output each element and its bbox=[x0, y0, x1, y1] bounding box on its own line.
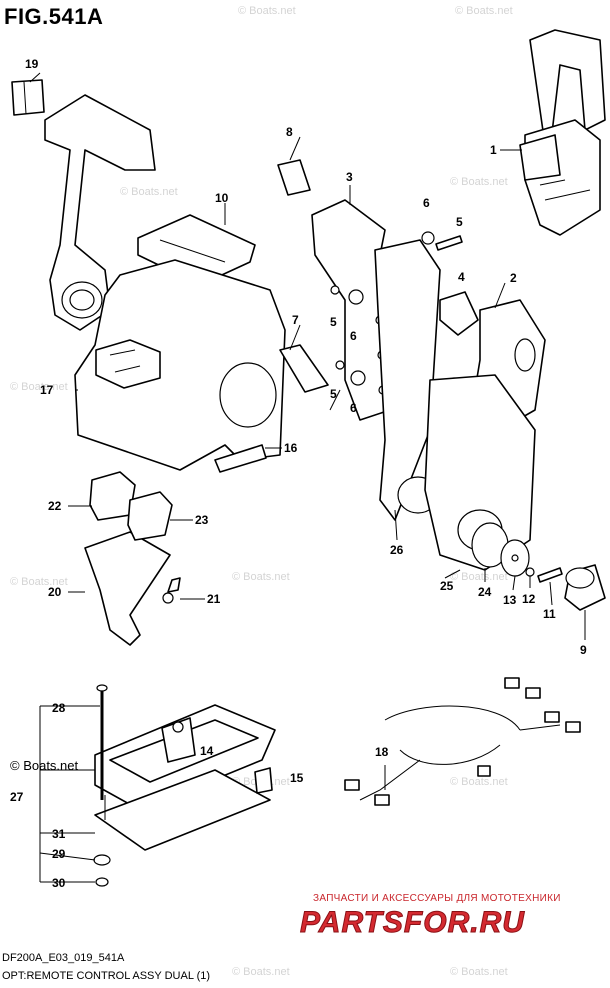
callout-31: 31 bbox=[52, 827, 66, 841]
watermark-text: © Boats.net bbox=[450, 571, 508, 583]
part-1-control-assembly bbox=[519, 29, 606, 236]
part-18-harness bbox=[344, 677, 581, 806]
watermark-text: © Boats.net bbox=[232, 571, 290, 583]
callout-5: 5 bbox=[456, 215, 463, 229]
watermark-text: © Boats.net bbox=[455, 5, 513, 17]
callout-2: 2 bbox=[510, 271, 517, 285]
callout-4: 4 bbox=[458, 270, 465, 284]
callout-9: 9 bbox=[580, 643, 587, 657]
part-15-clip bbox=[254, 767, 273, 794]
part-19-cap bbox=[11, 79, 45, 116]
part-12-washer bbox=[525, 567, 535, 577]
callout-5: 5 bbox=[330, 387, 337, 401]
figure-code: DF200A_E03_019_541A bbox=[2, 952, 125, 964]
callout-3: 3 bbox=[346, 170, 353, 184]
watermark-text: © Boats.net bbox=[10, 381, 68, 393]
figure-title: FIG.541A bbox=[4, 4, 104, 29]
brand-tagline: ЗАПЧАСТИ И АКСЕССУАРЫ ДЛЯ МОТОТЕХНИКИ bbox=[313, 893, 561, 904]
callout-14: 14 bbox=[200, 744, 214, 758]
callout-15: 15 bbox=[290, 771, 304, 785]
watermark-text: © Boats.net bbox=[232, 966, 290, 978]
part-9-cap bbox=[564, 564, 606, 611]
part-13-disc bbox=[500, 539, 530, 577]
part-8-clip bbox=[277, 159, 311, 196]
callout-30: 30 bbox=[52, 876, 66, 890]
watermark-text: © Boats.net bbox=[120, 186, 178, 198]
part-11-screw bbox=[537, 567, 563, 583]
part-16-pad bbox=[214, 444, 267, 473]
part-23-switch bbox=[127, 491, 173, 541]
leader-lines bbox=[29, 72, 586, 883]
callout-18: 18 bbox=[375, 745, 389, 759]
callout-7: 7 bbox=[292, 313, 299, 327]
callout-1: 1 bbox=[490, 143, 497, 157]
callout-10: 10 bbox=[215, 191, 229, 205]
callout-24: 24 bbox=[478, 585, 492, 599]
callout-labels: 1 2 3 4 5 5 5 6 6 6 7 8 9 10 11 12 13 14… bbox=[10, 57, 587, 890]
part-17-housing bbox=[74, 259, 286, 471]
callout-20: 20 bbox=[48, 585, 62, 599]
callout-11: 11 bbox=[543, 607, 556, 621]
callout-17: 17 bbox=[40, 383, 54, 397]
callout-12: 12 bbox=[522, 592, 536, 606]
part-14-post bbox=[161, 717, 196, 763]
callout-22: 22 bbox=[48, 499, 62, 513]
callout-6: 6 bbox=[423, 196, 430, 210]
callout-28: 28 bbox=[52, 701, 66, 715]
part-30-nut bbox=[95, 877, 109, 887]
part-29-washer bbox=[93, 854, 111, 866]
callout-27: 27 bbox=[10, 790, 24, 804]
callout-8: 8 bbox=[286, 125, 293, 139]
callout-23: 23 bbox=[195, 513, 209, 527]
callout-16: 16 bbox=[284, 441, 298, 455]
part-21-screw bbox=[162, 577, 181, 604]
callout-6: 6 bbox=[350, 401, 357, 415]
screws-and-washers bbox=[330, 231, 463, 386]
watermark-text: © Boats.net bbox=[450, 776, 508, 788]
watermark-text: © Boats.net bbox=[450, 966, 508, 978]
part-28-bolt bbox=[96, 684, 108, 800]
part-4-knob bbox=[439, 291, 479, 336]
callout-21: 21 bbox=[207, 592, 221, 606]
callout-13: 13 bbox=[503, 593, 517, 607]
part-7-bracket bbox=[279, 344, 329, 393]
watermark-text: © Boats.net bbox=[10, 576, 68, 588]
part-lever-handle-left bbox=[44, 94, 156, 331]
callout-26: 26 bbox=[390, 543, 404, 557]
watermark-text: © Boats.net bbox=[238, 5, 296, 17]
callout-5: 5 bbox=[330, 315, 337, 329]
callout-19: 19 bbox=[25, 57, 39, 71]
figure-caption: OPT:REMOTE CONTROL ASSY DUAL (1) bbox=[2, 970, 211, 982]
watermark-text: © Boats.net bbox=[10, 758, 79, 773]
brand-logo[interactable]: PARTSFOR.RU bbox=[300, 906, 525, 940]
watermark-text: © Boats.net bbox=[450, 176, 508, 188]
callout-6: 6 bbox=[350, 329, 357, 343]
callout-29: 29 bbox=[52, 847, 66, 861]
callout-25: 25 bbox=[440, 579, 454, 593]
part-20-switch-bracket bbox=[84, 531, 171, 646]
